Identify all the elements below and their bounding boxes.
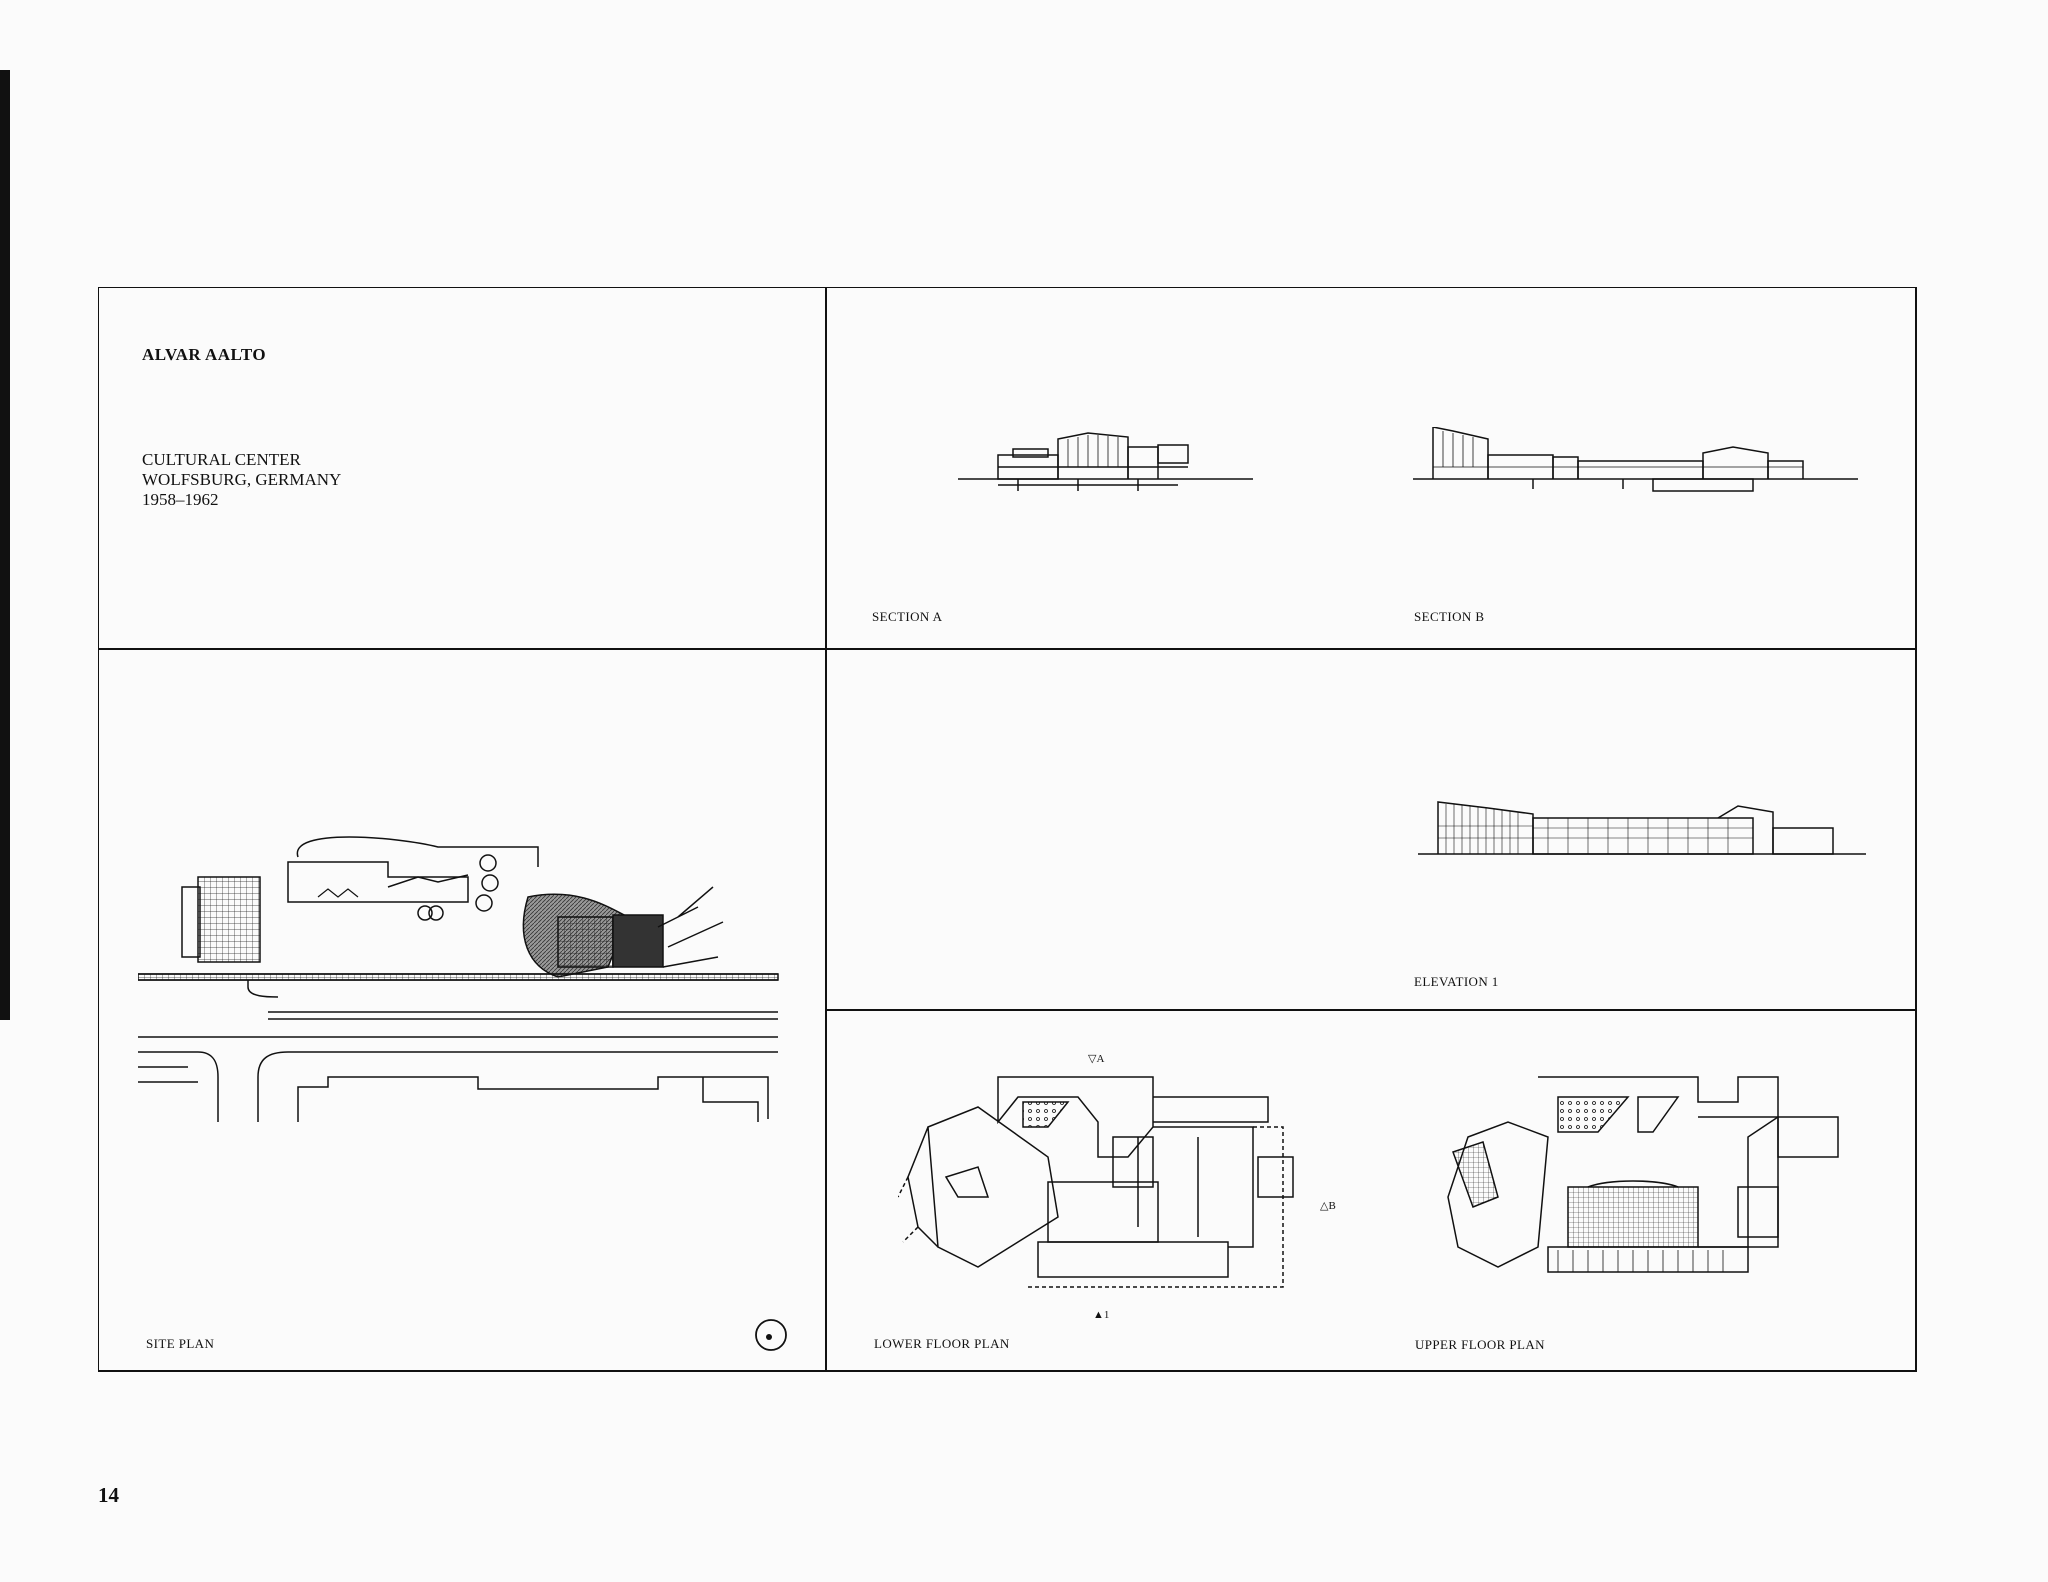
upper-floor-plan-label: UPPER FLOOR PLAN xyxy=(1415,1337,1545,1352)
page-edge-shadow xyxy=(0,70,10,1020)
architect-name: ALVAR AALTO xyxy=(142,345,267,364)
upper-floor-plan-drawing xyxy=(1447,1076,1839,1273)
elevation-1-drawing xyxy=(1418,801,1866,855)
project-location: WOLFSBURG, GERMANY xyxy=(142,470,342,489)
triangle-outline-icon: △ xyxy=(1320,1200,1329,1212)
triangle-outline-icon: ▽ xyxy=(1088,1053,1097,1065)
elevation-1-label: ELEVATION 1 xyxy=(1414,974,1499,989)
section-b-label: SECTION B xyxy=(1414,609,1485,624)
lower-floor-plan-label: LOWER FLOOR PLAN xyxy=(874,1336,1010,1351)
drawing-sheet: ALVAR AALTO CULTURAL CENTER WOLFSBURG, G… xyxy=(98,287,1918,1373)
site-plan-label: SITE PLAN xyxy=(146,1336,215,1351)
page-number: 14 xyxy=(98,1483,119,1507)
project-years: 1958–1962 xyxy=(142,490,219,509)
section-a-drawing xyxy=(958,432,1253,491)
elevation-1-marker: ▲1 xyxy=(1093,1309,1110,1321)
triangle-filled-icon: ▲ xyxy=(1093,1309,1104,1321)
project-name: CULTURAL CENTER xyxy=(142,450,301,469)
section-a-label: SECTION A xyxy=(872,609,943,624)
lower-floor-plan-drawing xyxy=(898,1076,1294,1288)
project-info: CULTURAL CENTER WOLFSBURG, GERMANY 1958–… xyxy=(142,450,341,510)
north-arrow-icon xyxy=(755,1319,787,1351)
sheet-grid xyxy=(98,287,1917,1372)
section-a-marker: ▽A xyxy=(1088,1053,1105,1065)
section-b-marker: △B xyxy=(1320,1200,1336,1212)
section-b-drawing xyxy=(1413,427,1858,492)
site-plan-drawing xyxy=(138,836,779,1122)
